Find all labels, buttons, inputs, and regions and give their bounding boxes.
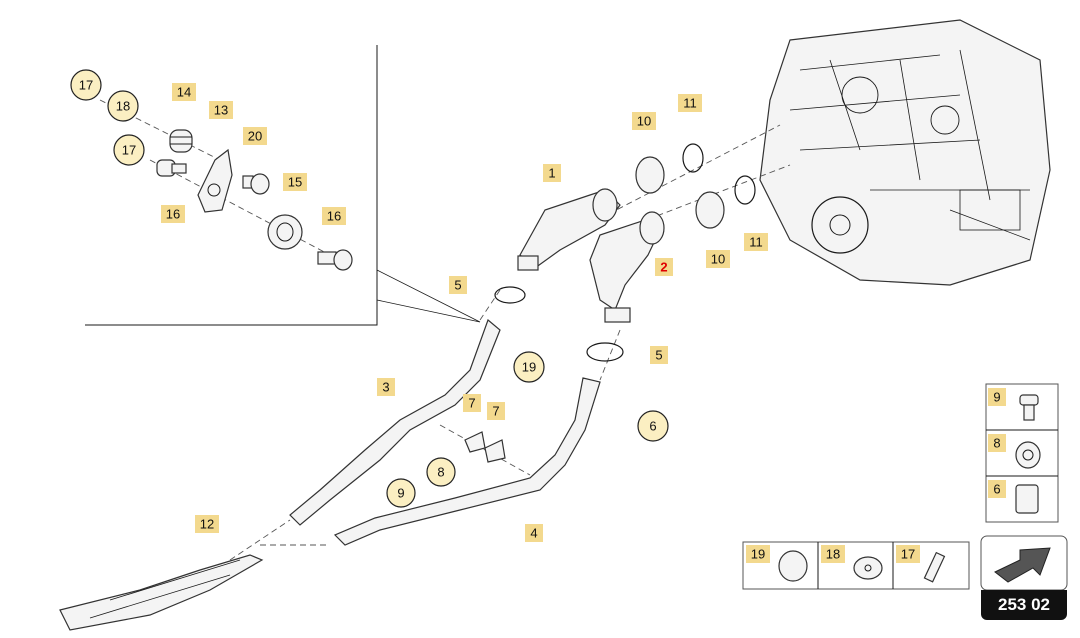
svg-text:5: 5 bbox=[655, 348, 662, 363]
svg-text:8: 8 bbox=[993, 436, 1000, 451]
legend-side bbox=[985, 383, 1059, 523]
callout-1: 1 bbox=[543, 164, 561, 182]
callout-6: 6 bbox=[637, 410, 669, 442]
callout-9: 9 bbox=[386, 478, 416, 508]
catalytic-converter-2 bbox=[589, 211, 665, 323]
detail-inset-frame bbox=[85, 45, 378, 326]
callout-12: 12 bbox=[195, 515, 219, 533]
pipe-4 bbox=[333, 377, 601, 546]
muffler-12 bbox=[59, 554, 264, 631]
svg-text:18: 18 bbox=[116, 99, 130, 114]
ring-11-upper bbox=[682, 143, 704, 173]
callout-17-lower: 17 bbox=[113, 134, 145, 166]
engine-block bbox=[759, 19, 1051, 286]
svg-text:10: 10 bbox=[711, 252, 725, 267]
callout-8: 8 bbox=[426, 457, 456, 487]
callout-5-lower: 5 bbox=[650, 346, 668, 364]
callout-13: 13 bbox=[209, 101, 233, 119]
callout-10-upper: 10 bbox=[632, 112, 656, 130]
bolt-16-upper bbox=[156, 159, 187, 177]
callout-2: 2 bbox=[655, 258, 673, 276]
legend-label-18: 18 bbox=[821, 545, 845, 563]
svg-text:2: 2 bbox=[660, 260, 667, 275]
callout-4: 4 bbox=[525, 524, 543, 542]
svg-text:13: 13 bbox=[214, 103, 228, 118]
svg-text:15: 15 bbox=[288, 175, 302, 190]
svg-text:16: 16 bbox=[166, 207, 180, 222]
svg-text:9: 9 bbox=[397, 486, 404, 501]
spring-14 bbox=[169, 129, 193, 153]
svg-text:5: 5 bbox=[454, 278, 461, 293]
callout-7-right: 7 bbox=[487, 402, 505, 420]
callout-5-upper: 5 bbox=[449, 276, 467, 294]
svg-text:16: 16 bbox=[327, 209, 341, 224]
svg-text:1: 1 bbox=[548, 166, 555, 181]
svg-text:20: 20 bbox=[248, 129, 262, 144]
svg-text:17: 17 bbox=[79, 78, 93, 93]
ring-11-lower bbox=[734, 175, 756, 205]
bolt-20 bbox=[242, 173, 270, 195]
callout-15: 15 bbox=[283, 173, 307, 191]
arrow-icon bbox=[994, 547, 1051, 583]
svg-text:19: 19 bbox=[751, 547, 765, 562]
svg-text:7: 7 bbox=[468, 396, 475, 411]
svg-text:11: 11 bbox=[749, 235, 763, 250]
next-page-arrow[interactable] bbox=[980, 535, 1068, 591]
callout-16-lower: 16 bbox=[322, 207, 346, 225]
legend-bottom bbox=[742, 541, 970, 590]
svg-text:12: 12 bbox=[200, 517, 214, 532]
svg-text:17: 17 bbox=[122, 143, 136, 158]
callout-18: 18 bbox=[107, 90, 139, 122]
clamp-10-upper bbox=[635, 156, 665, 194]
legend-label-17: 17 bbox=[896, 545, 920, 563]
callout-10-lower: 10 bbox=[706, 250, 730, 268]
detail-leader bbox=[376, 269, 481, 323]
pipe-3 bbox=[289, 318, 501, 526]
svg-text:6: 6 bbox=[649, 419, 656, 434]
callout-16-upper: 16 bbox=[161, 205, 185, 223]
bolt-16-lower bbox=[317, 249, 353, 271]
svg-text:8: 8 bbox=[437, 465, 444, 480]
callout-19: 19 bbox=[513, 351, 545, 383]
clamp-10-lower bbox=[695, 191, 725, 229]
svg-text:19: 19 bbox=[522, 360, 536, 375]
svg-text:10: 10 bbox=[637, 114, 651, 129]
svg-text:18: 18 bbox=[826, 547, 840, 562]
svg-text:14: 14 bbox=[177, 85, 191, 100]
legend-label-19: 19 bbox=[746, 545, 770, 563]
svg-text:4: 4 bbox=[530, 526, 537, 541]
svg-text:9: 9 bbox=[993, 390, 1000, 405]
catalytic-converter-1 bbox=[517, 188, 621, 271]
page-code: 253 02 bbox=[981, 590, 1067, 620]
callout-14: 14 bbox=[172, 83, 196, 101]
svg-text:6: 6 bbox=[993, 482, 1000, 497]
callout-17-upper: 17 bbox=[70, 69, 102, 101]
gasket-5-upper bbox=[494, 286, 526, 304]
bracket-7-right bbox=[484, 439, 506, 463]
gasket-5-lower bbox=[586, 342, 624, 362]
svg-text:17: 17 bbox=[901, 547, 915, 562]
callout-7-left: 7 bbox=[463, 394, 481, 412]
svg-text:11: 11 bbox=[683, 96, 697, 111]
svg-text:3: 3 bbox=[382, 380, 389, 395]
legend-label-8: 8 bbox=[988, 434, 1006, 452]
callout-11-upper: 11 bbox=[678, 94, 702, 112]
bracket-7-left bbox=[464, 431, 486, 453]
callout-20: 20 bbox=[243, 127, 267, 145]
callout-11-lower: 11 bbox=[744, 233, 768, 251]
grommet-15 bbox=[267, 214, 303, 250]
legend-label-9: 9 bbox=[988, 388, 1006, 406]
legend-label-6: 6 bbox=[988, 480, 1006, 498]
svg-text:7: 7 bbox=[492, 404, 499, 419]
callout-3: 3 bbox=[377, 378, 395, 396]
bracket-13 bbox=[197, 148, 233, 213]
